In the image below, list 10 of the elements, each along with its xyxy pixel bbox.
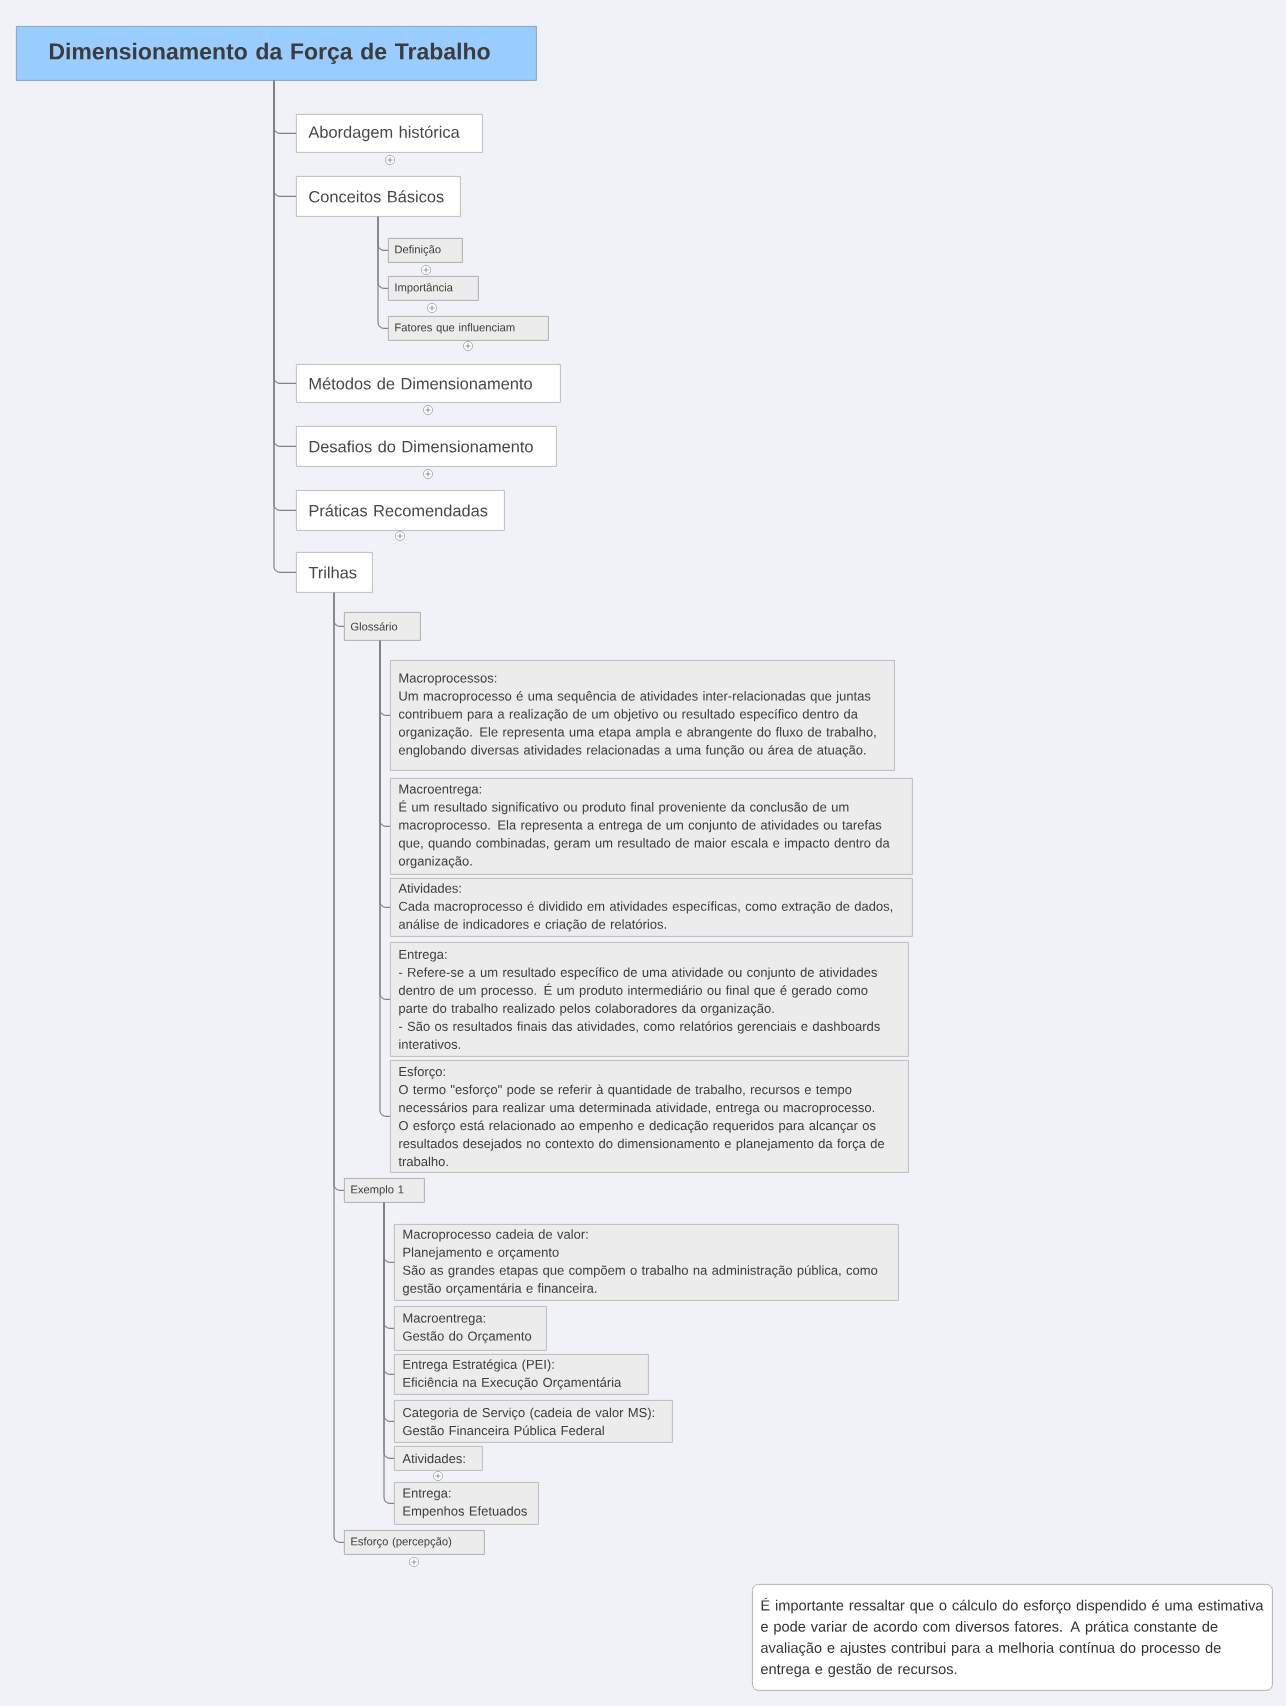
topic-box: Conceitos Básicos [296,176,461,217]
connector-line [333,592,345,1543]
topic-box: Trilhas [296,552,373,593]
topic-box: Desafios do Dimensionamento [296,426,557,467]
connector-line [377,216,389,329]
topic-box: Abordagem histórica [296,114,483,153]
topic-box: Dimensionamento da Força de Trabalho [16,26,537,81]
topic-box: Métodos de Dimensionamento [296,364,561,403]
connector-line [379,640,391,1117]
topic-box: Práticas Recomendadas [296,490,505,531]
